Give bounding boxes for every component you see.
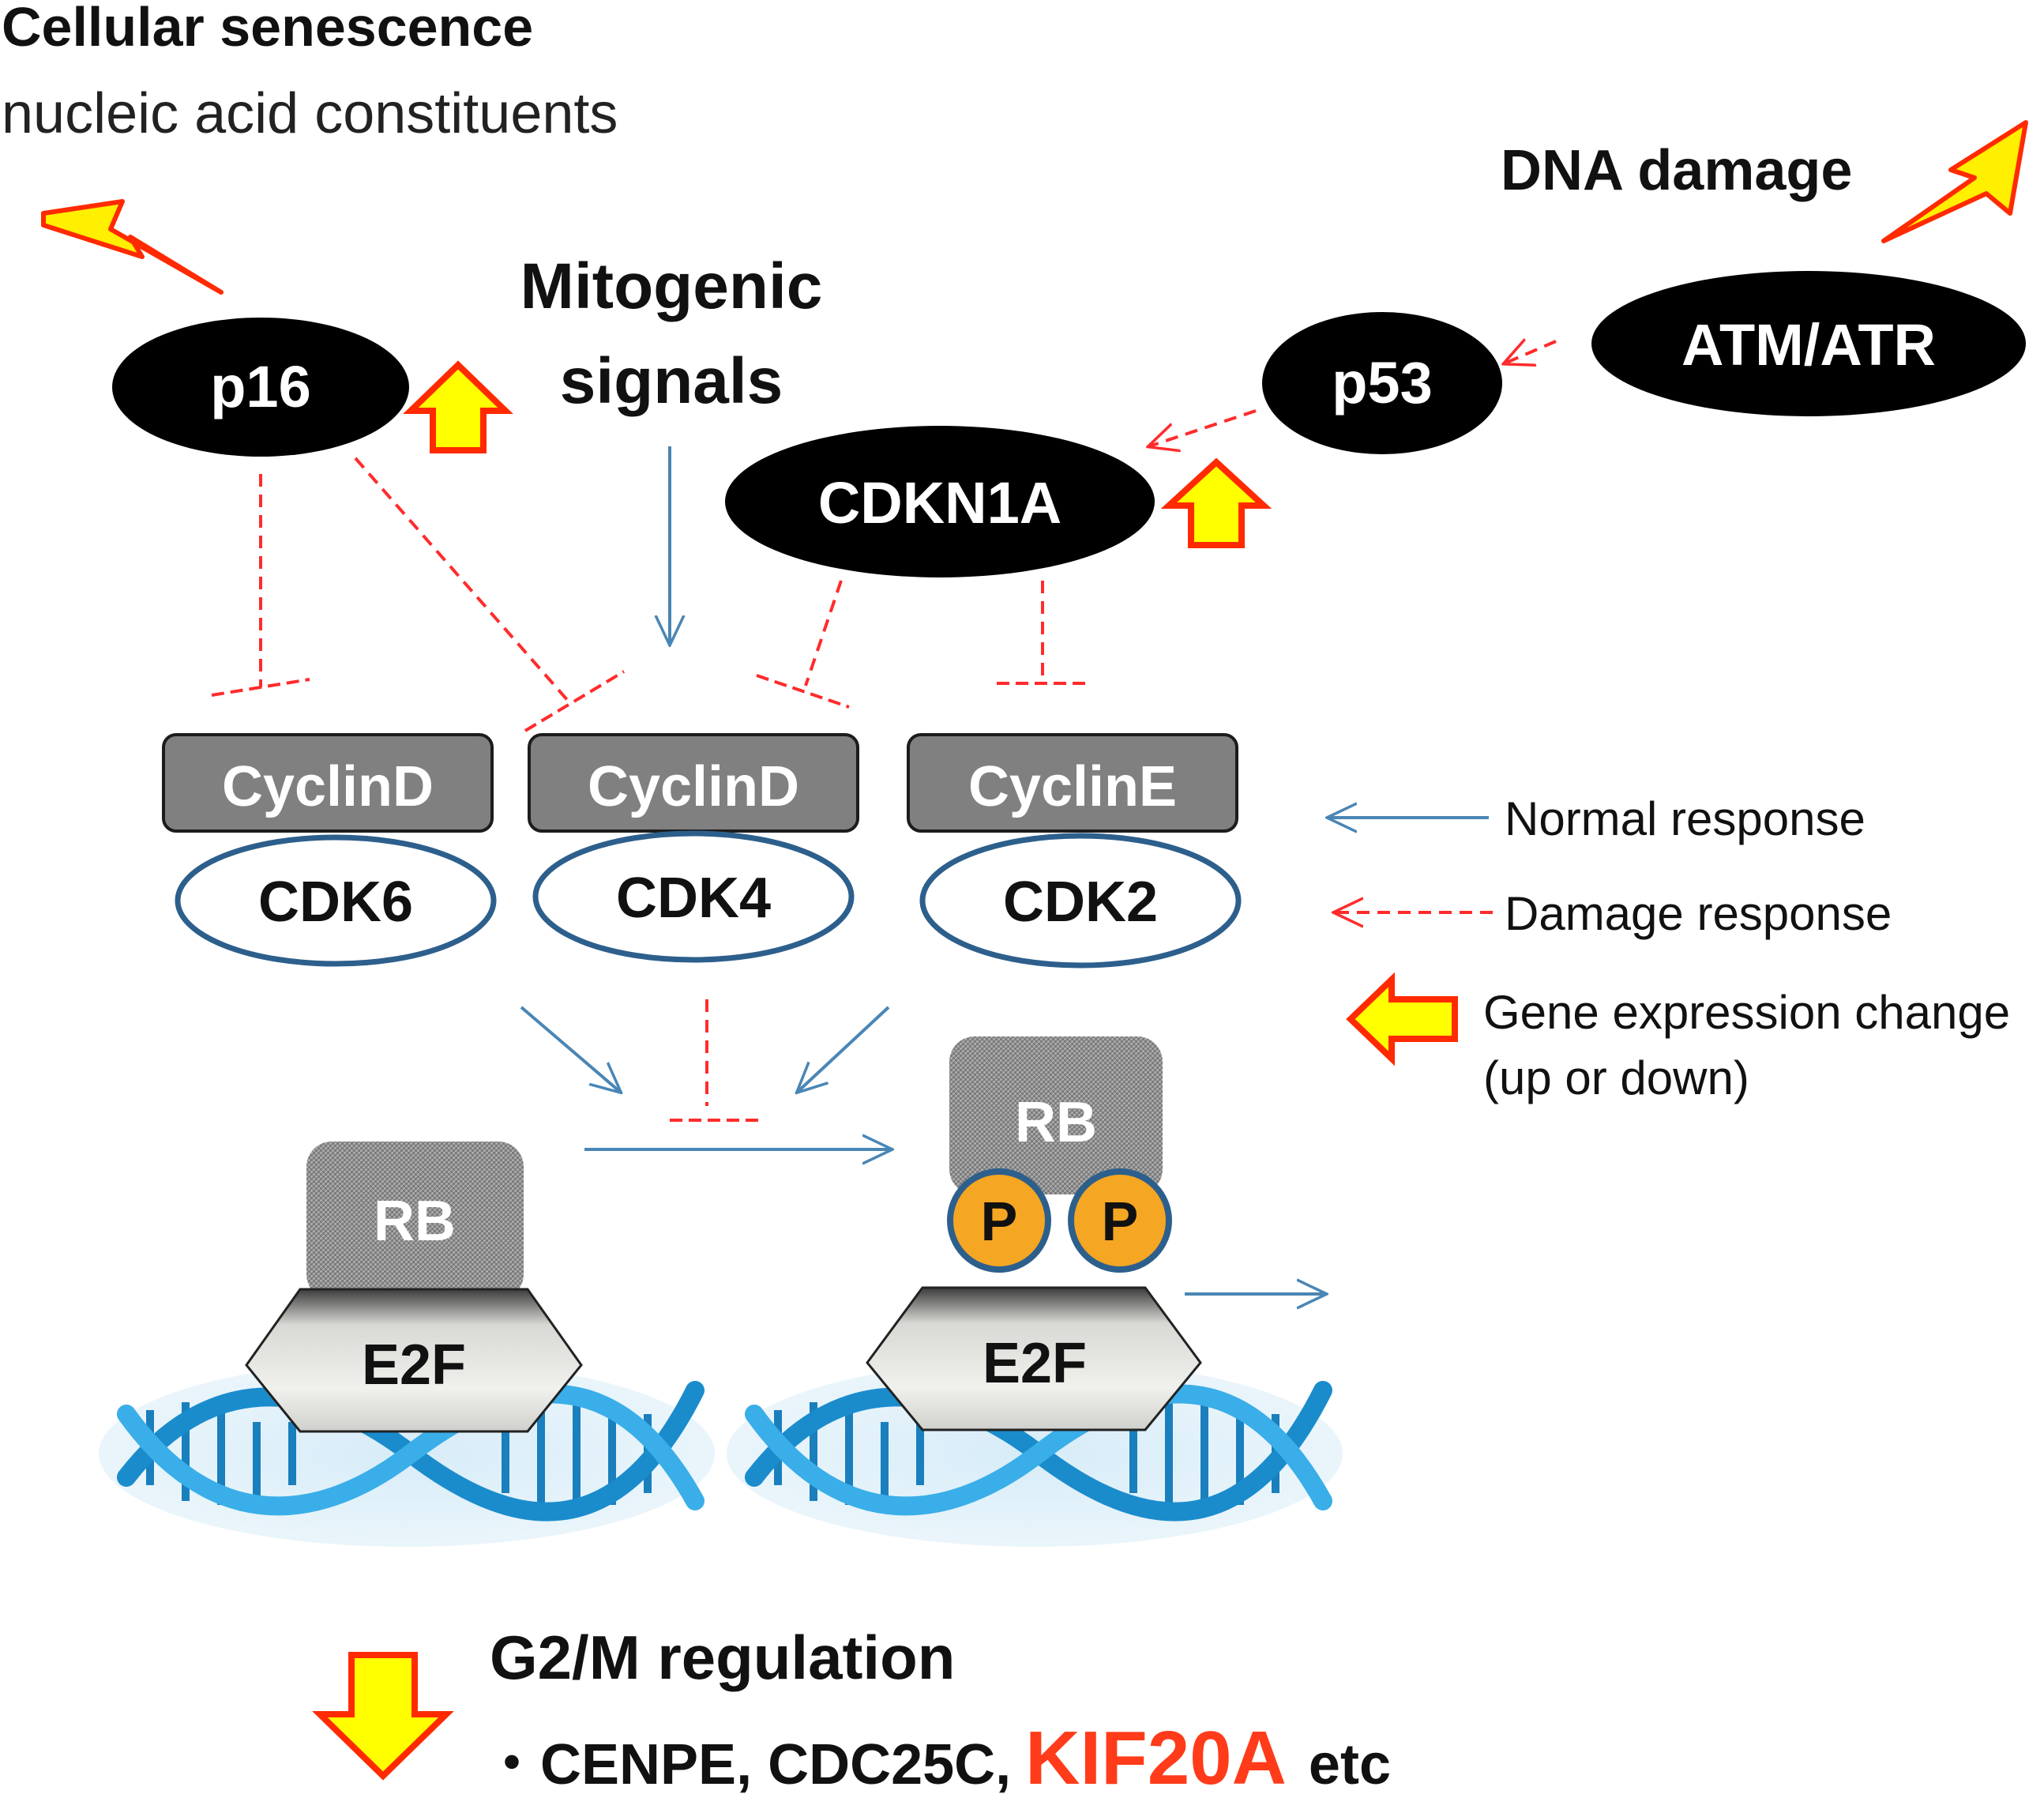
cdk-label: CDK4	[616, 867, 771, 930]
diagram-subtitle: nucleic acid constituents	[2, 82, 618, 145]
e2f-factor-left: E2F	[245, 1288, 583, 1433]
rb-protein-phosphorylated: RB	[949, 1036, 1163, 1194]
cyclin-cdk-complex: CyclinD CDK6	[162, 733, 497, 967]
p16-inhibits-cdk4	[354, 457, 626, 732]
legend-gene-line1: Gene expression change	[1483, 986, 2010, 1039]
mitogenic-signals-line1: Mitogenic	[520, 250, 823, 322]
up-arrow-icon	[403, 360, 513, 453]
p16-inhibits-cdk6	[211, 474, 310, 697]
p53-node: p53	[1262, 312, 1502, 454]
gene-change-arrow-icon	[1346, 972, 1458, 1066]
p16-label: p16	[210, 354, 311, 419]
legend-gene-line2: (up or down)	[1483, 1051, 1749, 1104]
e2f-factor-right: E2F	[866, 1286, 1202, 1431]
rb-label: RB	[374, 1190, 456, 1253]
phosphate-group: P	[947, 1168, 1051, 1273]
g2m-gene-list: ・CENPE, CDC25C,KIF20A etc	[483, 1716, 1391, 1798]
atm-atr-node: ATM/ATR	[1591, 271, 2026, 416]
dna-damage-label: DNA damage	[1501, 139, 1852, 202]
atm-atr-label: ATM/ATR	[1681, 312, 1936, 378]
legend-damage-label: Damage response	[1505, 887, 1892, 940]
legend-normal: Normal response	[1328, 792, 1866, 845]
cdk-label: CDK2	[1003, 871, 1158, 934]
cdkn1a-label: CDKN1A	[818, 470, 1061, 536]
cyclin-cdk-complex: CyclinD CDK4	[528, 733, 859, 963]
down-arrow-icon	[312, 1652, 454, 1781]
g2m-bullet: ・	[483, 1733, 540, 1796]
rb-protein-left: RB	[306, 1142, 524, 1300]
dna-helix-left	[99, 1360, 715, 1547]
lightning-bolt-icon	[1881, 120, 2028, 243]
dna-helix-right	[727, 1360, 1343, 1547]
g2m-genes: CENPE, CDC25C,	[540, 1733, 1011, 1796]
legend-damage: Damage response	[1335, 887, 1892, 940]
lightning-bolt-icon	[41, 199, 224, 295]
cyclin-label: CyclinE	[968, 755, 1177, 818]
phosphate-group: P	[1068, 1168, 1172, 1273]
damage-inhibits-rb-phosphorylation	[670, 999, 758, 1122]
mitogenic-signals-line2: signals	[560, 345, 783, 417]
phosphate-label: P	[981, 1191, 1018, 1252]
cyclin-label: CyclinD	[222, 755, 434, 818]
diagram-title: Cellular senescence	[2, 0, 533, 58]
cyclin-label: CyclinD	[588, 755, 799, 818]
cdkn1a-inhibits-cdk4	[756, 580, 850, 709]
legend-normal-label: Normal response	[1505, 792, 1866, 845]
p53-to-cdkn1a-damage-arrow	[1149, 409, 1257, 446]
cdkn1a-node: CDKN1A	[725, 426, 1155, 577]
up-arrow-icon	[1160, 457, 1272, 548]
cyclin-cdk-complex: CyclinE CDK2	[907, 733, 1242, 969]
atm-to-p53-damage-arrow	[1505, 341, 1557, 363]
cdk-complex-arrow	[520, 1006, 620, 1092]
g2m-title: G2/M regulation	[490, 1623, 955, 1692]
p53-label: p53	[1332, 350, 1433, 416]
cdk-complex-arrow	[798, 1006, 890, 1092]
e2f-label: E2F	[983, 1332, 1087, 1395]
rb-label: RB	[1015, 1091, 1097, 1154]
e2f-label: E2F	[362, 1333, 466, 1397]
phosphate-label: P	[1102, 1191, 1139, 1252]
legend: Normal response Damage response Gene exp…	[1328, 792, 2010, 1104]
cdkn1a-inhibits-cdk2	[997, 581, 1090, 685]
g2m-etc: etc	[1309, 1733, 1391, 1796]
g2m-kif20a-highlight: KIF20A	[1025, 1716, 1287, 1798]
cdk-label: CDK6	[258, 871, 413, 934]
legend-gene-expression: Gene expression change (up or down)	[1346, 972, 2010, 1104]
p16-node: p16	[112, 318, 409, 457]
